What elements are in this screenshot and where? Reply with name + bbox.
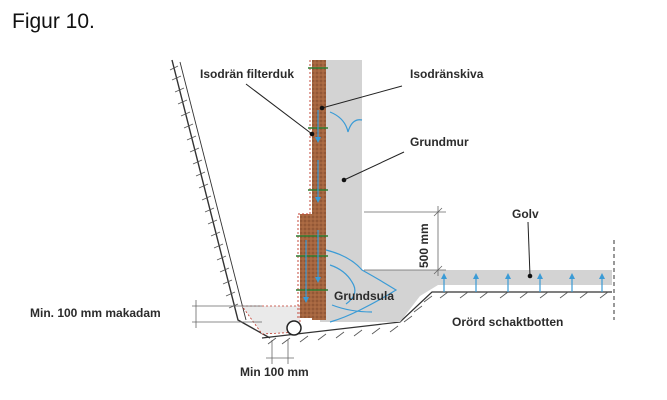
dot-grundmur: [341, 177, 347, 183]
leader-grundmur: [343, 151, 405, 181]
excavation-bottom: [261, 291, 612, 345]
dot-filterduk: [309, 131, 315, 137]
footing-and-floor: [320, 270, 612, 322]
label-golv: Golv: [512, 207, 539, 221]
floor-water-arrows: [441, 273, 605, 292]
soil-slope: [169, 59, 271, 339]
dimension-500mm: [364, 206, 446, 276]
dot-dranskiva: [319, 105, 325, 111]
label-dranskiva: Isodränskiva: [410, 67, 484, 81]
dot-golv: [527, 273, 533, 279]
label-min100: Min 100 mm: [240, 365, 309, 379]
filter-fabric: [297, 60, 311, 320]
label-filterduk: Isodrän filterduk: [200, 67, 294, 81]
leader-golv: [527, 221, 531, 277]
leader-filterduk: [245, 83, 313, 135]
label-grundsula: Grundsula: [334, 289, 394, 303]
dimension-min100: [266, 340, 294, 364]
water-flow-lines: [303, 110, 398, 323]
concrete-structure: [320, 60, 612, 322]
figure-title: Figur 10.: [12, 10, 95, 33]
drain-board-lower: [300, 214, 314, 318]
dimension-makadam: [192, 300, 262, 328]
foundation-wall: [326, 60, 362, 278]
label-500mm: 500 mm: [417, 223, 431, 268]
label-schaktbotten: Orörd schaktbotten: [452, 315, 563, 329]
drain-pipe: [286, 320, 302, 336]
label-makadam: Min. 100 mm makadam: [30, 306, 161, 320]
label-grundmur: Grundmur: [410, 135, 469, 149]
leader-dranskiva: [321, 85, 403, 109]
